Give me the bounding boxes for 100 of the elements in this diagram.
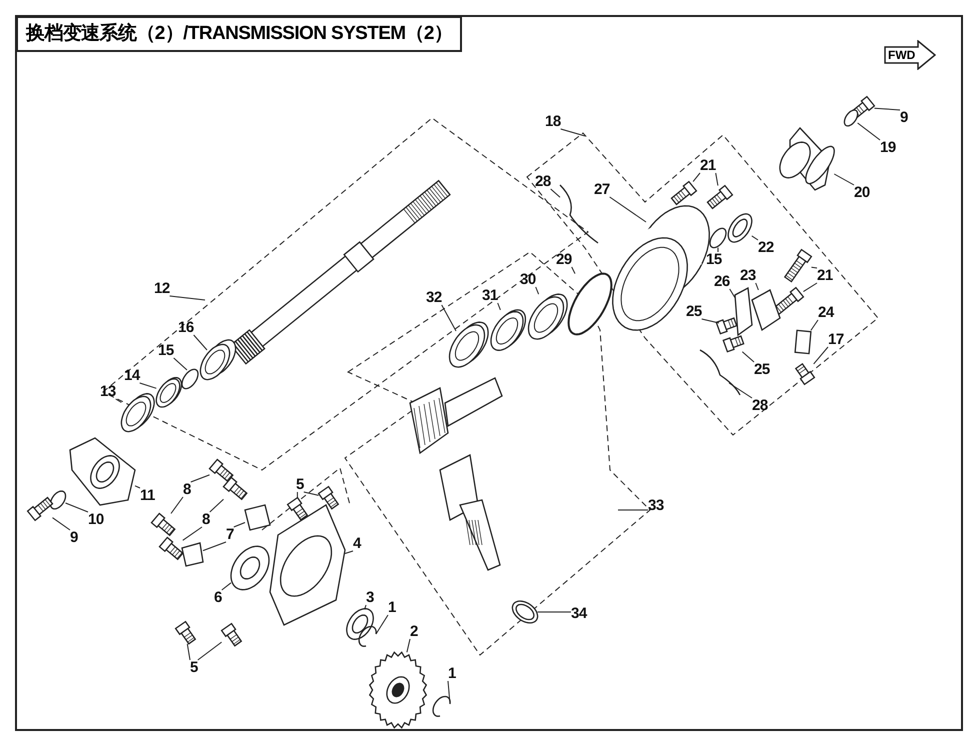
o-ring — [568, 272, 612, 336]
oil-seal — [728, 213, 752, 243]
callout-number: 25 — [754, 362, 770, 377]
bolt — [150, 512, 176, 536]
callout-number: 34 — [571, 606, 587, 621]
callout-number: 26 — [714, 274, 730, 289]
callout-number: 9 — [70, 530, 78, 545]
leader-line — [729, 288, 736, 298]
bolt — [670, 180, 698, 206]
callout-number: 5 — [190, 660, 198, 675]
washer — [844, 109, 858, 127]
callout-number: 31 — [482, 288, 498, 303]
bolt — [26, 496, 54, 522]
callout-number: 4 — [353, 536, 361, 551]
direction-sign: FWD — [884, 40, 936, 70]
leader-line — [170, 496, 184, 514]
callout-number: 9 — [900, 110, 908, 125]
callout-number: 1 — [448, 666, 456, 681]
bearing — [448, 322, 489, 368]
shift-fork — [700, 349, 741, 396]
bolt — [174, 620, 196, 645]
leader-line — [497, 302, 501, 310]
leader-line — [550, 188, 560, 198]
callout-number: 10 — [88, 512, 104, 527]
leader-line — [742, 351, 754, 362]
washer — [50, 490, 66, 510]
callout-number: 28 — [752, 398, 768, 413]
leader-line — [65, 502, 88, 512]
bearing — [230, 546, 270, 590]
callout-number: 6 — [214, 590, 222, 605]
leader-line — [874, 108, 900, 110]
circlip — [358, 626, 377, 647]
leader-line — [810, 266, 818, 268]
bolt — [715, 317, 738, 335]
gear — [368, 651, 428, 729]
callout-number: 13 — [100, 384, 116, 399]
oil-seal — [120, 393, 155, 432]
leader-line — [441, 304, 456, 332]
callout-number: 18 — [545, 114, 561, 129]
leader-line — [139, 382, 157, 389]
callout-number: 22 — [758, 240, 774, 255]
callout-number: 14 — [124, 368, 140, 383]
leader-line — [802, 282, 818, 292]
bolt — [784, 248, 812, 282]
leader-line — [810, 320, 818, 331]
leader-line — [834, 174, 854, 186]
washer — [512, 600, 538, 624]
leader-line — [813, 346, 828, 364]
leader-line — [296, 492, 298, 498]
callout-number: 2 — [410, 624, 418, 639]
leader-line — [197, 642, 222, 660]
leader-line — [186, 643, 190, 660]
callout-number: 1 — [388, 600, 396, 615]
leader-line — [182, 526, 202, 541]
flange — [779, 127, 835, 191]
callout-number: 16 — [178, 320, 194, 335]
leader-line — [344, 550, 354, 554]
leader-line — [406, 638, 410, 653]
leader-line — [115, 398, 122, 403]
callout-number: 20 — [854, 185, 870, 200]
callout-number: 19 — [880, 140, 896, 155]
callout-number: 29 — [556, 252, 572, 267]
callout-number: 23 — [740, 268, 756, 283]
callout-number: 30 — [520, 272, 536, 287]
leader-line — [692, 172, 700, 182]
callout-number: 27 — [594, 182, 610, 197]
callout-number: 7 — [226, 527, 234, 542]
bearing — [528, 294, 568, 340]
callout-number: 28 — [535, 174, 551, 189]
leader-line — [701, 318, 720, 324]
leader-line — [609, 196, 646, 222]
leader-line — [728, 382, 752, 398]
leader-line — [173, 358, 188, 370]
leader-line — [535, 286, 540, 295]
bolt — [158, 536, 184, 560]
leader-line — [560, 128, 586, 136]
bearing-cap — [181, 542, 204, 567]
leader-line — [169, 296, 206, 300]
callout-number: 5 — [296, 477, 304, 492]
leader-line — [209, 498, 224, 512]
leader-line — [134, 485, 140, 488]
callout-number: 15 — [706, 252, 722, 267]
leader-line — [303, 492, 320, 496]
bolt — [722, 335, 744, 353]
bolt — [220, 622, 242, 647]
callout-number: 15 — [158, 343, 174, 358]
flange — [69, 437, 136, 506]
leader-line — [571, 266, 576, 274]
bolt — [706, 184, 734, 210]
oil-seal — [156, 376, 182, 408]
callout-number: 21 — [700, 158, 716, 173]
sensor — [794, 330, 812, 354]
oil-seal — [346, 608, 374, 640]
callout-number: 25 — [686, 304, 702, 319]
leader-line — [190, 474, 210, 482]
callout-number: 8 — [183, 482, 191, 497]
leader-line — [755, 282, 759, 290]
callout-number: 12 — [154, 281, 170, 296]
callout-number: 33 — [648, 498, 664, 513]
bearing — [200, 339, 236, 380]
